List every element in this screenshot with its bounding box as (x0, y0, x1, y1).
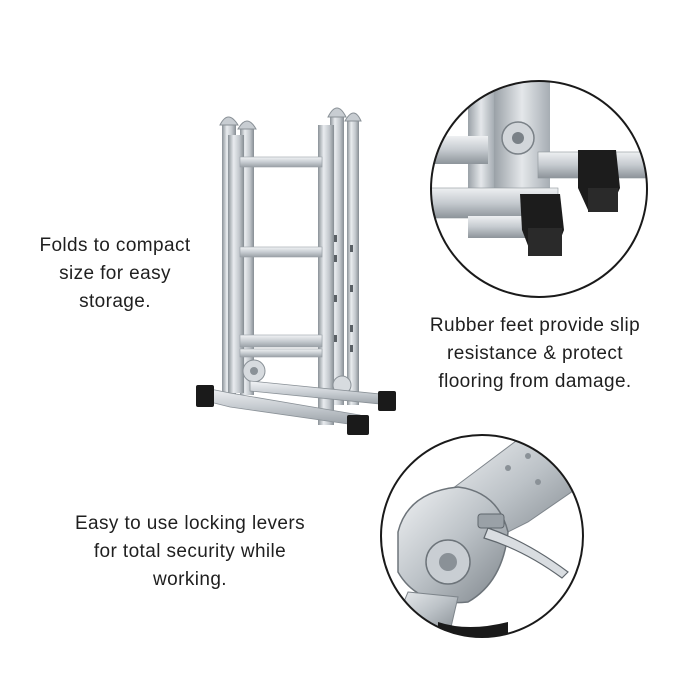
locking-lever-closeup-image (380, 434, 584, 638)
folded-ladder-image (196, 107, 396, 435)
rubber-feet-closeup-image (430, 80, 648, 298)
caption-folds-compact: Folds to compact size for easy storage. (39, 235, 191, 312)
caption-rubber-feet: Rubber feet provide slip resistance & pr… (429, 315, 641, 392)
caption-locking-levers: Easy to use locking levers for total sec… (74, 513, 306, 590)
